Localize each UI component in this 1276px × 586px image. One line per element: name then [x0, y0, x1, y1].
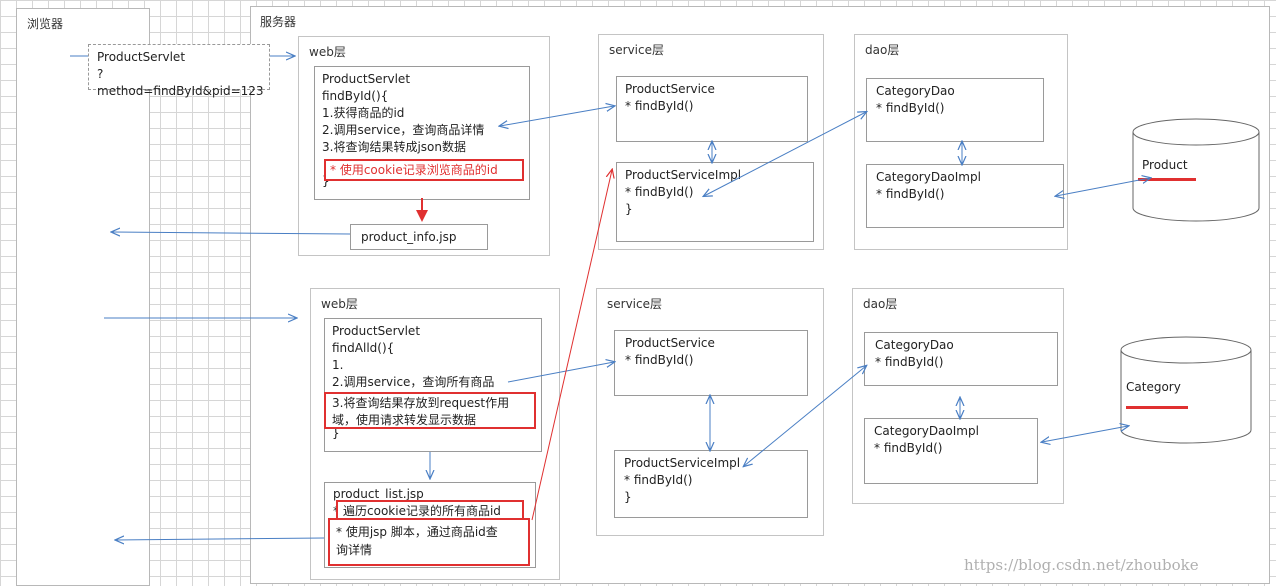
arrow-jsp-to-top-service-impl	[531, 170, 612, 521]
server-title: 服务器	[260, 15, 297, 29]
arrow-bottom-service-dao	[744, 366, 866, 466]
arrow-top-web-service	[500, 106, 614, 126]
top-servlet-line-5: 3.将查询结果转成json数据	[322, 140, 466, 154]
bottom-service-impl-line-2: * findById()	[624, 473, 693, 487]
bottom-servlet-line-4: 2.调用service，查询所有商品	[332, 375, 495, 389]
bottom-dao-impl-line-2: * findById()	[874, 441, 943, 455]
bottom-servlet-line-2: findAlld(){	[332, 341, 395, 355]
bottom-service-impl-line-3: }	[624, 490, 632, 504]
top-servlet-line-2: findById(){	[322, 89, 389, 103]
top-service-iface-line-1: ProductService	[625, 82, 715, 96]
top-servlet-highlight-text: * 使用cookie记录浏览商品的id	[330, 163, 498, 177]
request-line-2: ?method=findById&pid=123	[97, 67, 264, 98]
top-service-impl-line-3: }	[625, 202, 633, 216]
top-servlet-line-3: 1.获得商品的id	[322, 106, 405, 120]
bottom-servlet-highlight-line-1: 3.将查询结果存放到request作用	[332, 396, 510, 410]
top-servlet-line-4: 2.调用service，查询商品详情	[322, 123, 485, 137]
top-servlet-close: }	[322, 174, 330, 188]
bottom-dao-iface-line-2: * findById()	[875, 355, 944, 369]
product-database: Product	[1132, 118, 1260, 222]
bottom-dao-iface: CategoryDao * findById()	[864, 332, 1058, 386]
top-dao-impl-line-2: * findById()	[876, 187, 945, 201]
bottom-service-impl-line-1: ProductServiceImpl	[624, 456, 741, 470]
category-underline	[1126, 406, 1188, 409]
product-underline	[1138, 178, 1196, 181]
database-icon	[1132, 118, 1260, 222]
bottom-dao-title: dao层	[863, 297, 898, 311]
bottom-dao-iface-line-1: CategoryDao	[875, 338, 954, 352]
product-database-label: Product	[1142, 158, 1188, 172]
category-database: Category	[1120, 336, 1252, 444]
top-dao-iface: CategoryDao * findById()	[866, 78, 1044, 142]
top-service-impl-line-2: * findById()	[625, 185, 694, 199]
top-web-title: web层	[309, 45, 346, 59]
top-dao-iface-line-2: * findById()	[876, 101, 945, 115]
bottom-servlet-line-1: ProductServlet	[332, 324, 421, 338]
bottom-service-iface-line-1: ProductService	[625, 336, 715, 350]
arrow-bottom-web-service	[507, 362, 614, 383]
bottom-jsp-highlight-2-line-2: 询详情	[336, 543, 373, 557]
top-service-iface-line-2: * findById()	[625, 99, 694, 113]
top-servlet-line-1: ProductServlet	[322, 72, 411, 86]
bottom-service-iface-line-2: * findById()	[625, 353, 694, 367]
bottom-dao-impl: CategoryDaoImpl * findById()	[864, 418, 1038, 484]
arrow-bottom-jsp-to-browser	[116, 538, 325, 540]
top-service-title: service层	[609, 43, 664, 57]
bottom-jsp-highlight-2-line-1: * 使用jsp 脚本，通过商品id查	[336, 525, 498, 539]
bottom-dao-impl-line-1: CategoryDaoImpl	[874, 424, 979, 438]
bottom-servlet-highlight-line-2: 域，使用请求转发显示数据	[332, 413, 477, 427]
bottom-servlet-highlight: 3.将查询结果存放到request作用 域，使用请求转发显示数据	[324, 392, 536, 429]
bottom-jsp-highlight-2: * 使用jsp 脚本，通过商品id查 询详情	[328, 518, 530, 566]
browser-zone: 浏览器	[16, 8, 150, 586]
arrow-bottom-dao-db	[1042, 426, 1128, 442]
top-dao-title: dao层	[865, 43, 900, 57]
bottom-servlet-line-3: 1.	[332, 358, 344, 372]
bottom-jsp-highlight-1-text: 遍历cookie记录的所有商品id	[343, 504, 501, 518]
top-jsp-label: product_info.jsp	[361, 230, 457, 244]
top-dao-impl-line-1: CategoryDaoImpl	[876, 170, 981, 184]
arrow-top-dao-db	[1056, 178, 1150, 196]
watermark: https://blog.csdn.net/zhouboke	[964, 556, 1199, 574]
top-servlet-highlight: * 使用cookie记录浏览商品的id	[324, 159, 524, 181]
top-dao-iface-line-1: CategoryDao	[876, 84, 955, 98]
database-icon	[1120, 336, 1252, 444]
browser-title: 浏览器	[27, 17, 64, 31]
bottom-web-title: web层	[321, 297, 358, 311]
bottom-servlet-close: }	[332, 426, 340, 440]
top-jsp-box: product_info.jsp	[350, 224, 488, 250]
category-database-label: Category	[1126, 380, 1181, 394]
bottom-service-title: service层	[607, 297, 662, 311]
arrow-top-service-dao	[704, 112, 866, 196]
arrow-jsp-to-browser	[112, 232, 351, 234]
bottom-jsp-title: product_list.jsp	[333, 487, 424, 501]
request-line-1: ProductServlet	[97, 50, 186, 64]
top-dao-impl: CategoryDaoImpl * findById()	[866, 164, 1064, 228]
bottom-servlet-box: ProductServlet findAlld(){ 1. 2.调用servic…	[324, 318, 542, 452]
request-box: ProductServlet ?method=findById&pid=123	[88, 44, 270, 98]
